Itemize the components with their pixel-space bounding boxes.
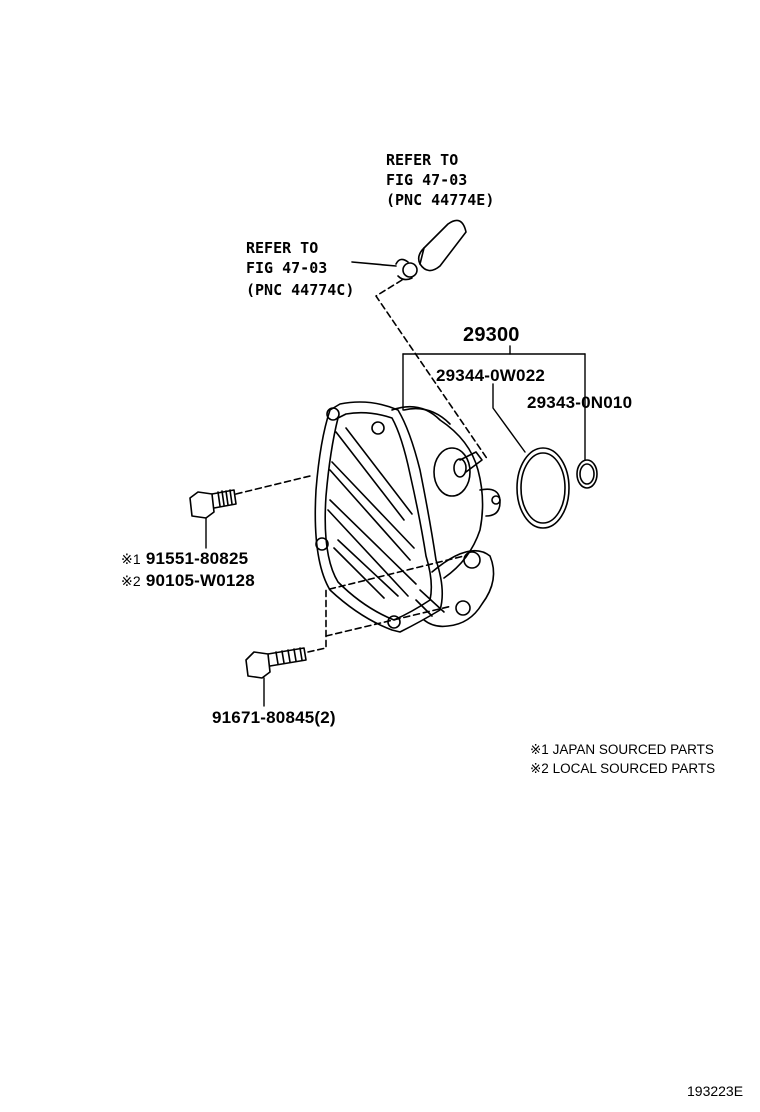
- refer-upper-line2: FIG 47-03: [386, 171, 468, 189]
- assembly-bracket: [402, 345, 586, 461]
- clip-dashed-leader: [375, 279, 489, 461]
- bolt-upper-line2: ※2 90105-W0128: [121, 571, 255, 591]
- large-o-ring-drawing: [516, 447, 570, 529]
- bolt-lower-part-number[interactable]: 91671-80845(2): [212, 708, 336, 727]
- lower-bolt-drawing: [245, 555, 465, 707]
- bolt-upper-line1: ※1 91551-80825: [121, 549, 248, 569]
- refer-upper-line3: (PNC 44774E): [386, 191, 495, 209]
- bolt-upper-part-1[interactable]: 91551-80825: [145, 549, 249, 568]
- bolt-upper-part-2[interactable]: 90105-W0128: [145, 571, 255, 590]
- refer-lower-line3: (PNC 44774C): [246, 281, 355, 299]
- figure-reference: 193223E: [687, 1083, 744, 1099]
- oring-large-part-number[interactable]: 29344-0W022: [436, 366, 545, 385]
- note-japan-sourced: ※1 JAPAN SOURCED PARTS: [530, 742, 714, 757]
- hose-drawing: [417, 219, 467, 272]
- oring-small-part-number[interactable]: 29343-0N010: [527, 393, 633, 412]
- refer-lower-line2: FIG 47-03: [246, 259, 328, 277]
- clip-drawing: [351, 258, 418, 281]
- refer-lower-line1: REFER TO: [246, 239, 319, 257]
- refer-upper-line1: REFER TO: [386, 151, 459, 169]
- upper-bolt-drawing: [189, 475, 311, 549]
- small-o-ring-drawing: [576, 459, 598, 489]
- vacuum-pump-drawing: [314, 401, 501, 633]
- assembly-part-number[interactable]: 29300: [463, 324, 520, 346]
- mark-2: ※2: [121, 573, 141, 589]
- mark-1: ※1: [121, 551, 141, 567]
- note-local-sourced: ※2 LOCAL SOURCED PARTS: [530, 761, 716, 776]
